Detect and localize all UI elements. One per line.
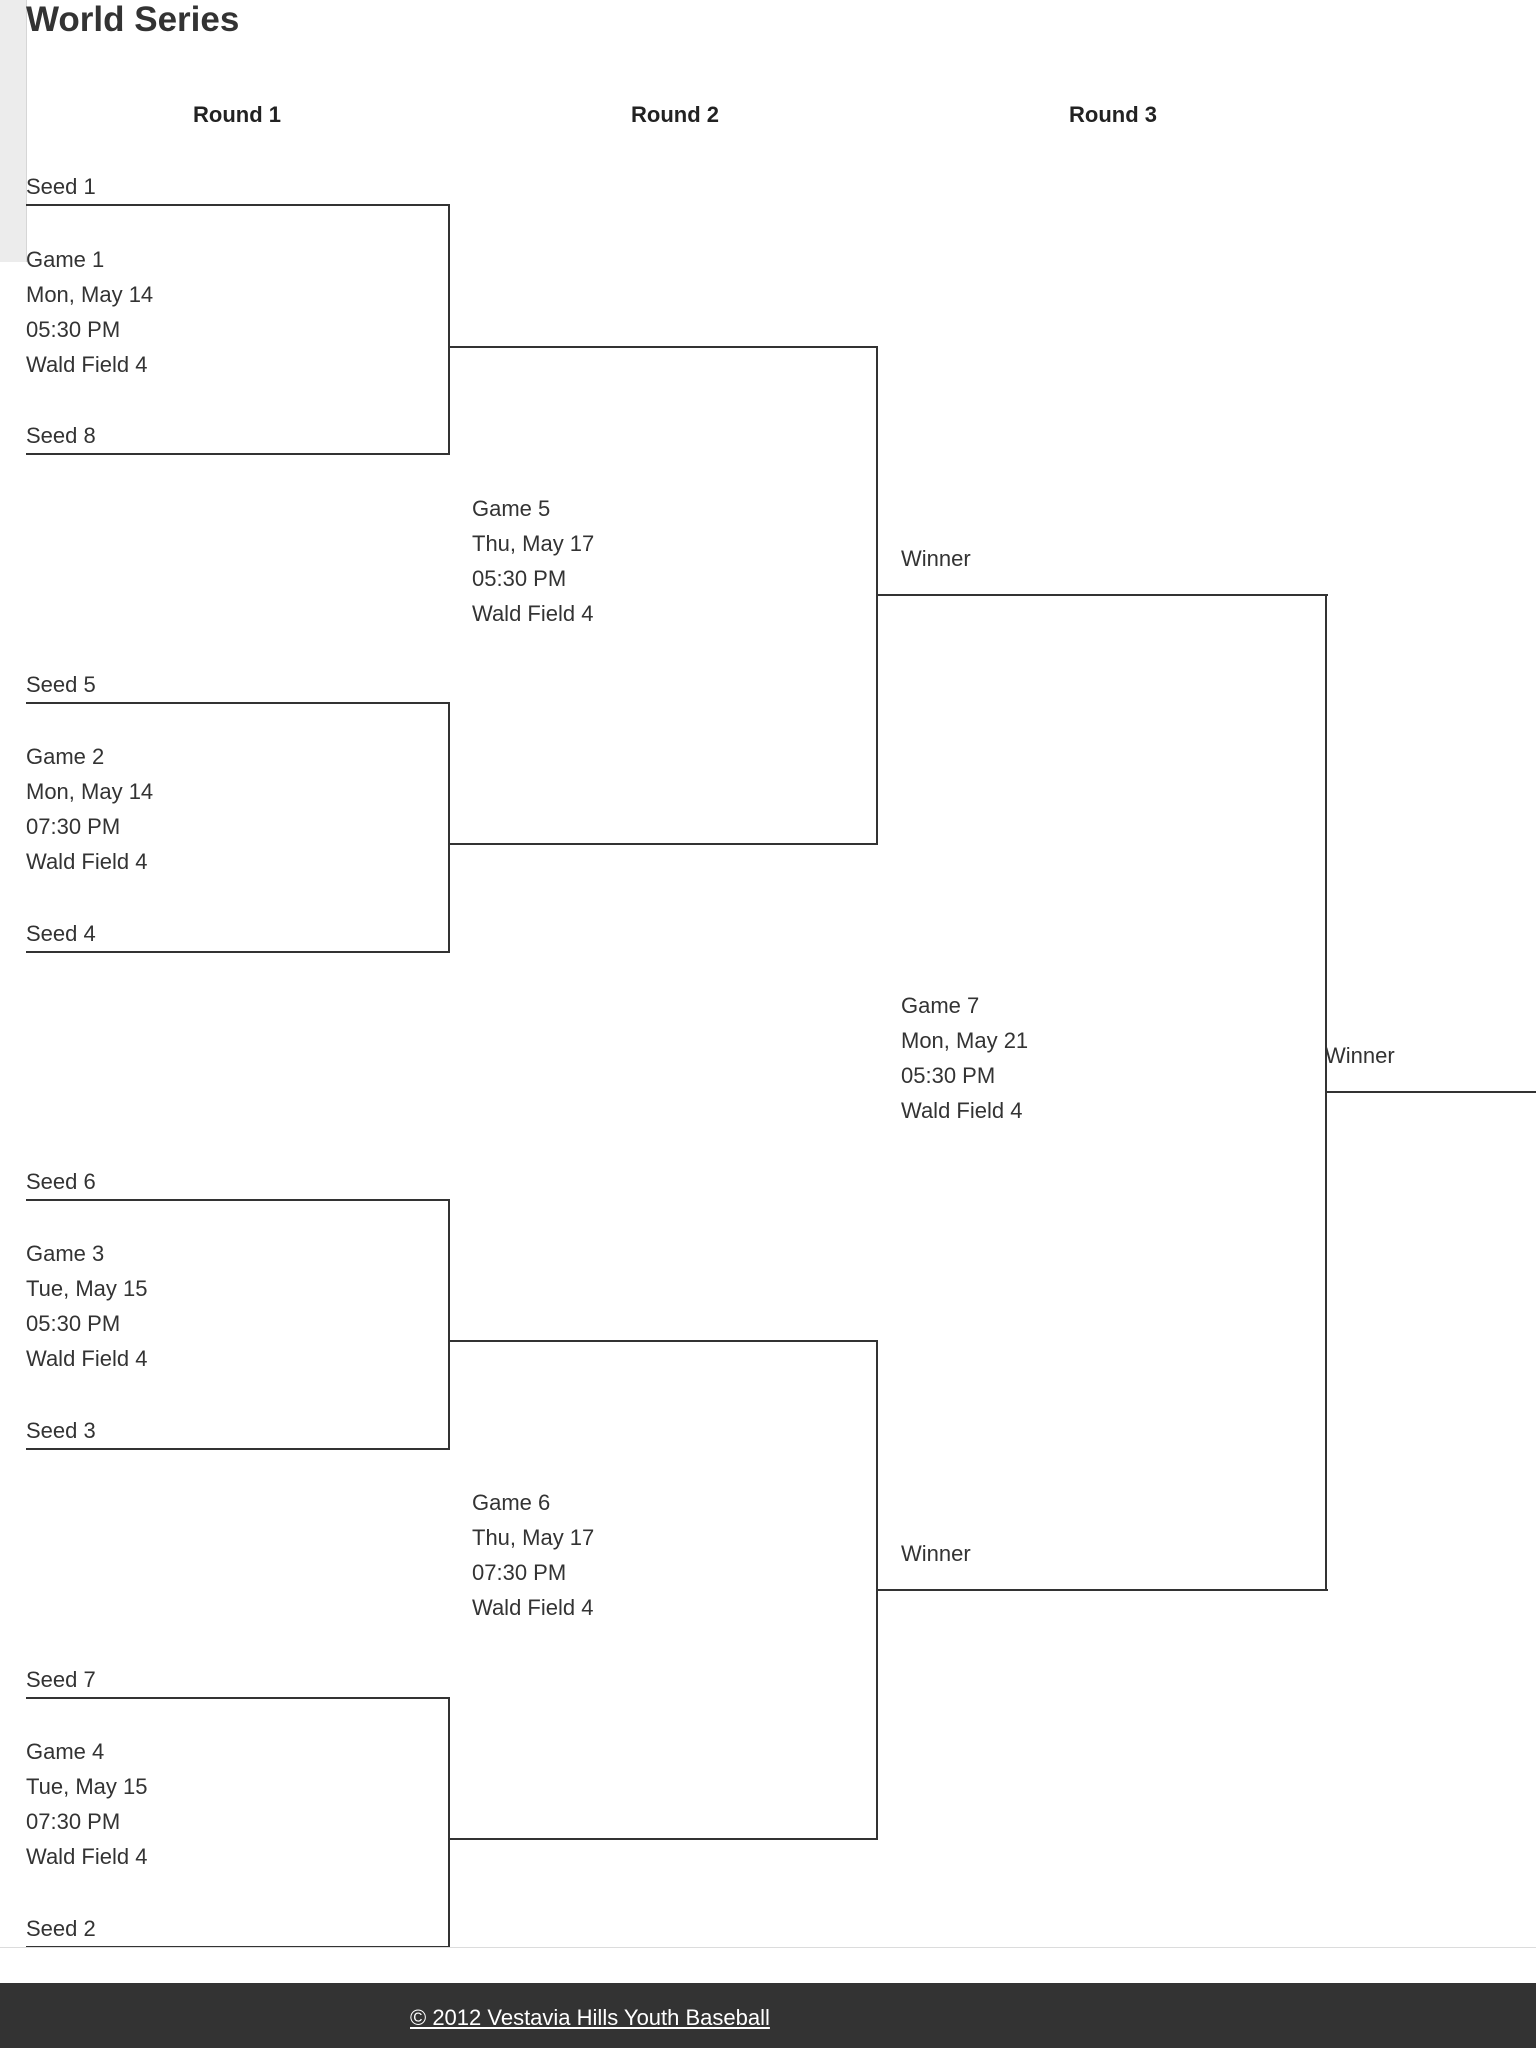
game-date: Tue, May 15 xyxy=(26,1774,148,1799)
game-time: 05:30 PM xyxy=(26,317,121,342)
game-name: Game 6 xyxy=(472,1490,551,1515)
copyright-link[interactable]: © 2012 Vestavia Hills Youth Baseball xyxy=(410,2005,770,2030)
game-time: 05:30 PM xyxy=(26,1311,121,1336)
seed-label: Seed 1 xyxy=(26,174,96,199)
game-name: Game 4 xyxy=(26,1739,105,1764)
champion-line xyxy=(1325,1091,1536,1093)
game-time: 05:30 PM xyxy=(901,1063,996,1088)
game-2-connector xyxy=(448,702,450,953)
footer: © 2012 Vestavia Hills Youth Baseball xyxy=(0,1983,1536,2048)
seed-label: Seed 8 xyxy=(26,423,96,448)
champion-label: Winner xyxy=(1325,1043,1395,1068)
game-time: 05:30 PM xyxy=(472,566,567,591)
game-2-info: Game 2 Mon, May 14 07:30 PM Wald Field 4 xyxy=(26,739,153,879)
game-4-info: Game 4 Tue, May 15 07:30 PM Wald Field 4 xyxy=(26,1734,147,1874)
game-name: Game 1 xyxy=(26,247,105,272)
game-time: 07:30 PM xyxy=(26,814,121,839)
seed-label: Seed 3 xyxy=(26,1418,96,1443)
seed-1-line xyxy=(26,204,450,206)
seed-label: Seed 2 xyxy=(26,1916,96,1941)
game-date: Tue, May 15 xyxy=(26,1276,148,1301)
seed-label: Seed 7 xyxy=(26,1667,96,1692)
game-1-winner-line xyxy=(448,346,878,348)
seed-label: Seed 6 xyxy=(26,1169,96,1194)
game-3-info: Game 3 Tue, May 15 05:30 PM Wald Field 4 xyxy=(26,1236,147,1376)
side-panel-edge xyxy=(0,0,27,262)
game-time: 07:30 PM xyxy=(472,1560,567,1585)
game-field: Wald Field 4 xyxy=(26,1346,148,1371)
game-date: Thu, May 17 xyxy=(472,1525,595,1550)
game-date: Mon, May 14 xyxy=(26,282,154,307)
game-field: Wald Field 4 xyxy=(472,1595,594,1620)
seed-8-line xyxy=(26,453,450,455)
game-field: Wald Field 4 xyxy=(901,1098,1023,1123)
game-name: Game 5 xyxy=(472,496,551,521)
game-5-winner-label: Winner xyxy=(901,546,971,571)
round-1-header: Round 1 xyxy=(193,102,281,127)
seed-6-line xyxy=(26,1199,450,1201)
game-name: Game 7 xyxy=(901,993,980,1018)
game-field: Wald Field 4 xyxy=(26,1844,148,1869)
game-5-info: Game 5 Thu, May 17 05:30 PM Wald Field 4 xyxy=(472,491,594,631)
game-6-winner-line xyxy=(876,1589,1328,1591)
game-2-winner-line xyxy=(448,843,878,845)
seed-3-line xyxy=(26,1448,450,1450)
round-3-header: Round 3 xyxy=(1069,102,1157,127)
game-date: Thu, May 17 xyxy=(472,531,595,556)
game-name: Game 2 xyxy=(26,744,105,769)
game-field: Wald Field 4 xyxy=(472,601,594,626)
seed-label: Seed 5 xyxy=(26,672,96,697)
game-5-winner-line xyxy=(876,594,1328,596)
game-field: Wald Field 4 xyxy=(26,849,148,874)
content-divider xyxy=(0,1947,1536,1948)
game-7-info: Game 7 Mon, May 21 05:30 PM Wald Field 4 xyxy=(901,988,1028,1128)
game-time: 07:30 PM xyxy=(26,1809,121,1834)
game-4-connector xyxy=(448,1697,450,1948)
game-6-info: Game 6 Thu, May 17 07:30 PM Wald Field 4 xyxy=(472,1485,594,1625)
round-2-header: Round 2 xyxy=(631,102,719,127)
game-name: Game 3 xyxy=(26,1241,105,1266)
seed-7-line xyxy=(26,1697,450,1699)
game-3-connector xyxy=(448,1199,450,1450)
page-title: World Series xyxy=(26,0,240,39)
game-date: Mon, May 14 xyxy=(26,779,154,804)
game-6-winner-label: Winner xyxy=(901,1541,971,1566)
game-date: Mon, May 21 xyxy=(901,1028,1029,1053)
game-3-winner-line xyxy=(448,1340,878,1342)
game-4-winner-line xyxy=(448,1838,878,1840)
seed-4-line xyxy=(26,951,450,953)
game-field: Wald Field 4 xyxy=(26,352,148,377)
game-1-info: Game 1 Mon, May 14 05:30 PM Wald Field 4 xyxy=(26,242,153,382)
seed-label: Seed 4 xyxy=(26,921,96,946)
game-1-connector xyxy=(448,204,450,455)
seed-5-line xyxy=(26,702,450,704)
